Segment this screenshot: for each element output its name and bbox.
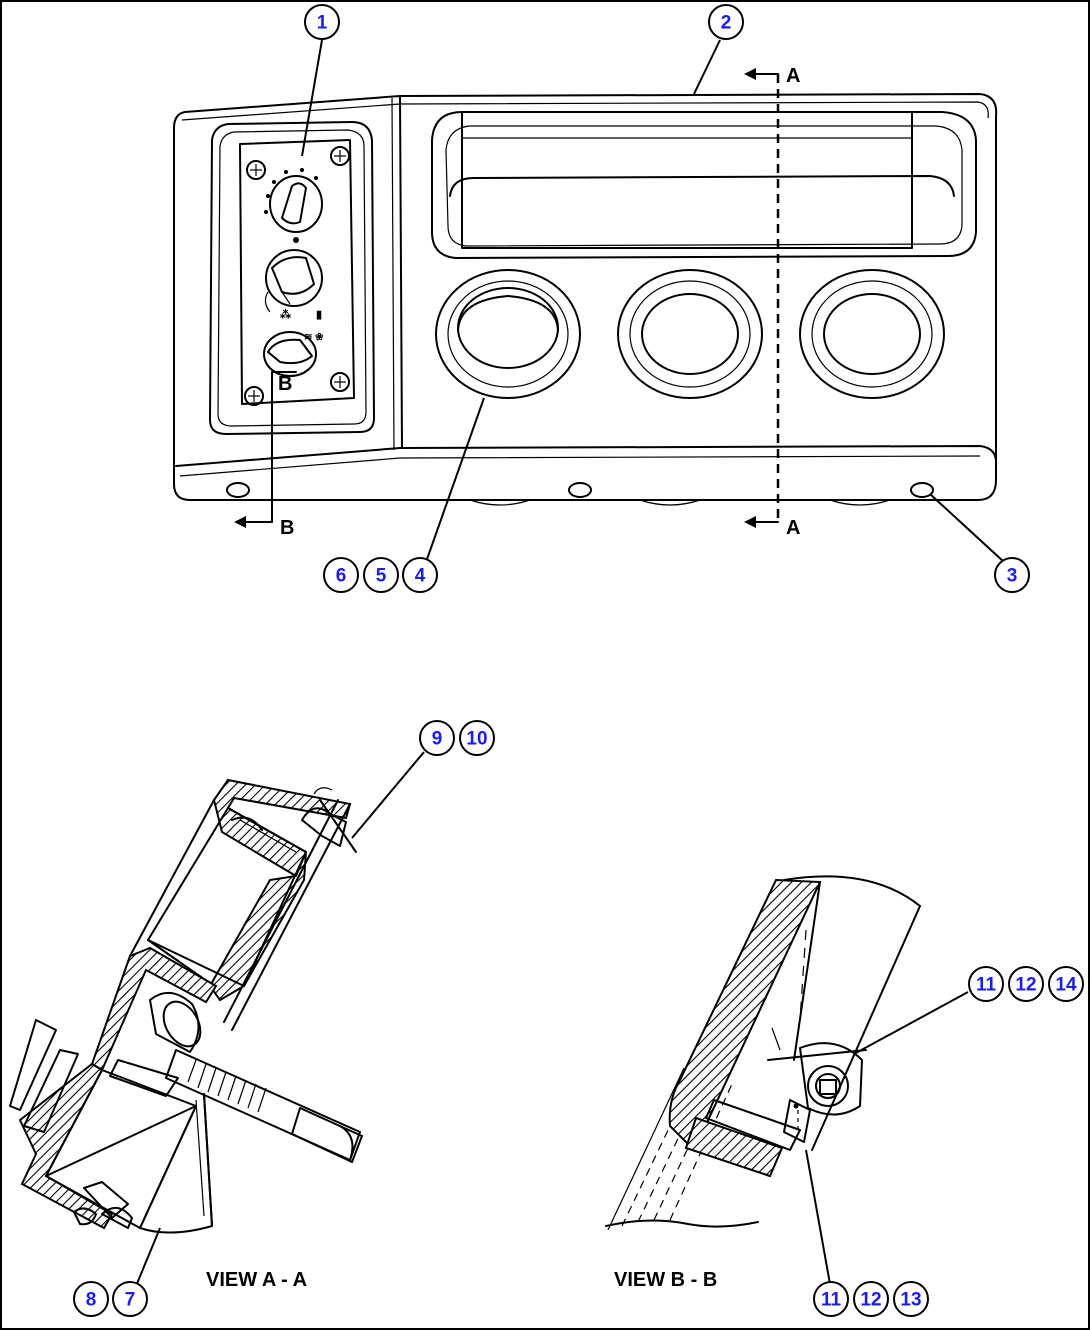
section-label-a-top: A — [786, 65, 800, 87]
callout-12[interactable]: 12 — [853, 1281, 889, 1317]
svg-text:≋ ❀: ≋ ❀ — [304, 332, 324, 343]
temperature-knob-icon — [264, 168, 323, 243]
callout-4[interactable]: 4 — [402, 557, 438, 593]
view-a-section — [9, 778, 363, 1234]
view-a-label: VIEW A - A — [206, 1269, 307, 1291]
gauge-opening-2 — [617, 269, 763, 399]
upper-vent — [431, 111, 977, 259]
section-label-b-bottom: B — [280, 517, 294, 539]
svg-text:8: 8 — [86, 1290, 97, 1311]
callout-2[interactable]: 2 — [708, 4, 744, 40]
svg-text:3: 3 — [1007, 566, 1018, 587]
callout-3[interactable]: 3 — [994, 557, 1030, 593]
callout-8[interactable]: 8 — [73, 1281, 109, 1317]
callout-11[interactable]: 11 — [813, 1281, 849, 1317]
callout-13[interactable]: 13 — [893, 1281, 929, 1317]
svg-text:▮: ▮ — [316, 309, 322, 321]
svg-text:11: 11 — [976, 975, 997, 996]
view-b-label: VIEW B - B — [614, 1269, 717, 1291]
svg-text:6: 6 — [336, 566, 347, 587]
section-line-b: B B — [234, 371, 297, 539]
svg-text:1: 1 — [317, 13, 328, 34]
svg-text:4: 4 — [415, 566, 426, 587]
fan-knob-icon: ⁂ ▮ — [264, 249, 323, 321]
svg-text:10: 10 — [466, 729, 487, 750]
callout-12[interactable]: 12 — [1008, 966, 1044, 1002]
svg-text:12: 12 — [1015, 975, 1036, 996]
svg-text:13: 13 — [900, 1290, 921, 1311]
plate-screw-icon — [244, 146, 350, 406]
console-panel: ⁂ ▮ ≋ ❀ — [173, 93, 998, 506]
svg-text:11: 11 — [821, 1290, 842, 1311]
svg-text:2: 2 — [721, 13, 732, 34]
svg-text:12: 12 — [860, 1290, 881, 1311]
callout-1[interactable]: 1 — [304, 4, 340, 40]
section-line-a: A A — [744, 65, 800, 539]
mounting-screw-icon — [226, 482, 934, 506]
svg-text:⁂: ⁂ — [280, 308, 291, 321]
callout-9[interactable]: 9 — [419, 720, 455, 756]
callout-6[interactable]: 6 — [323, 557, 359, 593]
callout-14[interactable]: 14 — [1048, 966, 1084, 1002]
callout-7[interactable]: 7 — [112, 1281, 148, 1317]
gauge-opening-1 — [435, 269, 581, 399]
section-label-a-bottom: A — [786, 517, 800, 539]
svg-text:7: 7 — [125, 1290, 136, 1311]
gauge-opening-3 — [799, 269, 945, 399]
thread-marks — [187, 1059, 267, 1113]
svg-text:14: 14 — [1055, 975, 1077, 996]
section-label-b-mid: B — [278, 373, 292, 395]
view-b-section — [605, 875, 921, 1231]
svg-text:9: 9 — [432, 729, 443, 750]
callout-5[interactable]: 5 — [363, 557, 399, 593]
callout-10[interactable]: 10 — [459, 720, 495, 756]
callout-11[interactable]: 11 — [968, 966, 1004, 1002]
svg-text:5: 5 — [376, 566, 387, 587]
control-module: ⁂ ▮ ≋ ❀ — [209, 121, 375, 435]
mode-knob-icon: ≋ ❀ — [263, 331, 324, 377]
